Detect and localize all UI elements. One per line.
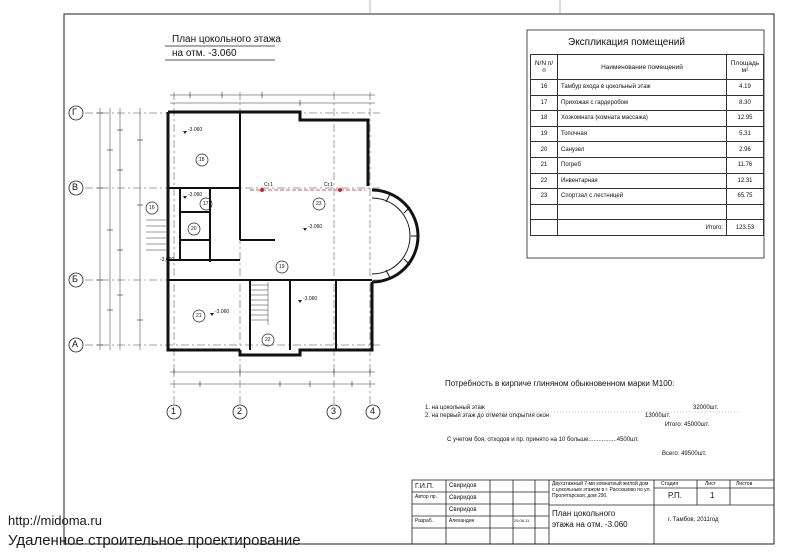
table-row: 19 Топочная 5.31 <box>530 125 764 143</box>
stamp-name: Свиридов <box>449 507 477 513</box>
explication-title: Экспликация помещений <box>568 37 685 48</box>
row-name: Инвентарная <box>557 172 727 190</box>
table-row: 16 Тамбур входа в цокольный этаж 4.19 <box>530 79 764 96</box>
room-number: 21 <box>196 313 202 319</box>
row-name: Прихожая с гардеробом <box>557 94 727 112</box>
row-area: 2.96 <box>726 141 764 158</box>
total-value: 123.53 <box>726 219 764 236</box>
level-mark: -3.060 <box>215 309 230 315</box>
axis-label-1: 1 <box>171 406 177 416</box>
sheet-title-line2: этажа на отм. -3.060 <box>552 520 628 529</box>
header-name: Наименование помещений <box>557 54 727 80</box>
room-number: 16 <box>149 205 155 211</box>
axis-label-b: Б <box>72 274 78 284</box>
stamp-role: Разраб. <box>415 518 434 524</box>
table-row: 22 Инвентарная 12.31 <box>530 172 764 190</box>
row-name: Спортзал с лестницей <box>557 188 727 205</box>
table-row: 23 Спортзал с лестницей 65.75 <box>530 188 764 205</box>
sheets-label: Листов <box>736 481 753 487</box>
materials-line2-value: 13000шт. <box>645 413 671 419</box>
row-area: 5.31 <box>726 125 764 143</box>
level-mark: -3.060 <box>188 127 203 133</box>
organization: г. Тамбов, 2011год <box>668 517 719 523</box>
total-label: Итого: <box>557 219 727 236</box>
stage-label: Стадия <box>661 481 679 487</box>
table-header-row: N/N п/п Наименование помещений Площадь м… <box>530 54 764 80</box>
room-number: 19 <box>279 264 285 270</box>
materials-total: Всего: 49500шт. <box>662 451 707 457</box>
table-row: 21 Погреб 11.76 <box>530 156 764 174</box>
row-num: 23 <box>530 188 558 205</box>
level-mark: -3.060 <box>308 224 323 230</box>
row-area: 11.76 <box>726 156 764 174</box>
stamp-date: 29.06.11 <box>514 518 530 523</box>
row-area: 4.19 <box>726 79 764 96</box>
sheet-label: Лист <box>705 481 716 487</box>
materials-line1-value: 32000шт. <box>693 405 719 411</box>
stamp-role: Автор пр. <box>415 494 437 500</box>
table-row: 20 Санузел 2.96 <box>530 141 764 158</box>
section-mark: Сг.1 <box>324 182 333 188</box>
materials-subtotal: Итого: 45000шт. <box>665 422 710 428</box>
stamp-role: Г.И.П. <box>415 483 434 490</box>
stage-value: Р.П. <box>668 491 683 500</box>
project-description: Двухэтажный 7-ми комнатный жилой дом с ц… <box>552 481 651 499</box>
row-name: Погреб <box>557 156 727 174</box>
axis-label-g: Г <box>72 107 77 117</box>
row-name: Хозкомната (комната массажа) <box>557 110 727 127</box>
axis-label-2: 2 <box>237 406 243 416</box>
row-num: 20 <box>530 141 558 158</box>
table-row-empty <box>530 203 764 221</box>
axis-label-a: А <box>72 339 79 349</box>
header-area: Площадь м² <box>726 54 764 80</box>
room-number: 23 <box>316 201 322 207</box>
stamp-name: Свиридов <box>449 495 477 501</box>
materials-waste-line: С учетом боя, отходов и пр. принято на 1… <box>447 437 639 443</box>
axis-label-4: 4 <box>370 406 376 416</box>
watermark-caption: Удаленное строительное проектирование <box>8 532 301 549</box>
axis-label-3: 3 <box>331 406 337 416</box>
materials-title: Потребность в кирпиче глиняном обыкновен… <box>445 379 675 388</box>
section-mark: Сг.1 <box>264 182 273 188</box>
table-row: 17 Прихожая с гардеробом 8.30 <box>530 94 764 112</box>
materials-line2-label: 2. на первый этаж до отметки открытия ок… <box>425 413 550 419</box>
row-num: 17 <box>530 94 558 112</box>
room-number: 18 <box>199 157 205 163</box>
table-total-row: Итого: 123.53 <box>530 219 764 236</box>
stamp-name: Алехандин <box>449 518 475 524</box>
row-num: 16 <box>530 79 558 96</box>
level-mark: -3.060 <box>303 296 318 302</box>
plan-title-line2: на отм. -3.060 <box>172 48 237 59</box>
level-mark: -3.060 <box>160 257 175 263</box>
axis-label-v: В <box>72 182 79 192</box>
row-area: 8.30 <box>726 94 764 112</box>
header-num: N/N п/п <box>530 54 558 80</box>
table-row: 18 Хозкомната (комната массажа) 12.95 <box>530 110 764 127</box>
room-number: 22 <box>265 337 271 343</box>
explication-table: N/N п/п Наименование помещений Площадь м… <box>530 54 764 236</box>
stamp-name: Свиридов <box>449 483 477 489</box>
row-name: Топочная <box>557 125 727 143</box>
watermark-url: http://midoma.ru <box>8 513 102 528</box>
row-area: 12.31 <box>726 172 764 190</box>
row-name: Тамбур входа в цокольный этаж <box>557 79 727 96</box>
room-number: 20 <box>191 226 197 232</box>
sheet-title-line1: План цокольного <box>552 509 616 518</box>
row-num: 18 <box>530 110 558 127</box>
row-area: 65.75 <box>726 188 764 205</box>
row-num: 22 <box>530 172 558 190</box>
sheet-value: 1 <box>710 491 715 500</box>
plan-title-line1: План цокольного этажа <box>172 34 281 45</box>
materials-line1-label: 1. на цокольный этаж <box>425 405 485 411</box>
room-number: 17 <box>203 201 209 207</box>
row-name: Санузел <box>557 141 727 158</box>
row-num: 19 <box>530 125 558 143</box>
row-area: 12.95 <box>726 110 764 127</box>
row-num: 21 <box>530 156 558 174</box>
level-mark: -3.060 <box>188 192 203 198</box>
